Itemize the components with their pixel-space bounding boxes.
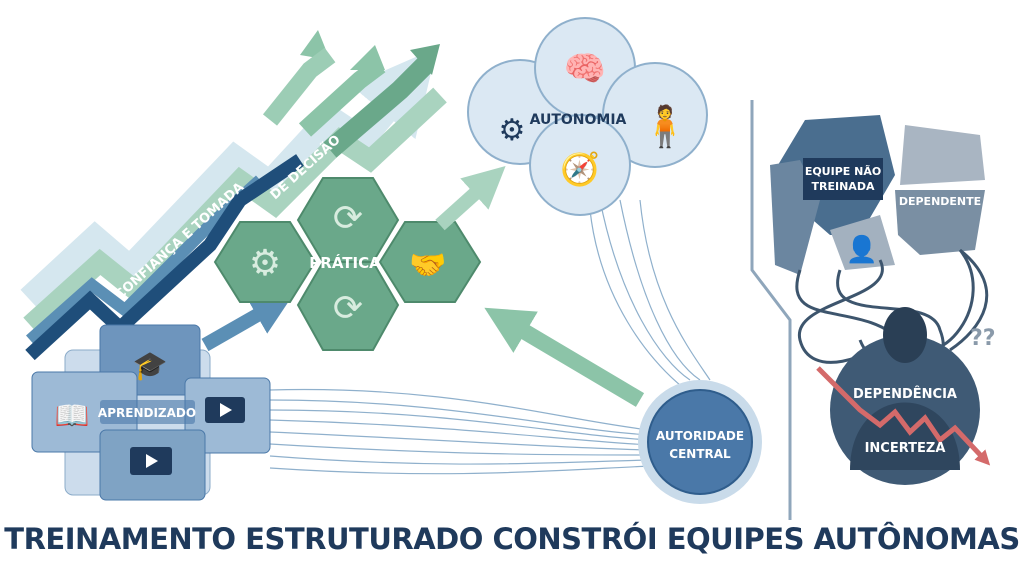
authority-to-practice-arrow: [484, 307, 645, 407]
head-gears-icon: ⚙: [499, 113, 526, 148]
untrained-team-label-line1: EQUIPE NÃO: [805, 165, 881, 178]
handshake-icon: 🤝: [409, 248, 446, 283]
cycle-icon-top: ⟳: [333, 198, 363, 239]
dependency-label: DEPENDÊNCIA: [853, 386, 957, 402]
authority-lines: [269, 199, 711, 475]
graduation-cap-icon: 🎓: [133, 349, 168, 382]
uncertainty-label: INCERTEZA: [865, 441, 946, 456]
book-icon: 📖: [55, 399, 90, 432]
divider: [750, 100, 792, 520]
practice-to-autonomy-arrow: [435, 165, 506, 231]
autonomy-cluster: [467, 17, 708, 216]
learning-cluster: 🎓 📖 APRENDIZADO: [31, 294, 294, 501]
page-title: TREINAMENTO ESTRUTURADO CONSTRÓI EQUIPES…: [4, 522, 1020, 556]
person-icon: 👤: [846, 234, 878, 265]
untrained-team-cluster: 👤 EQUIPE NÃO TREINADA DEPENDENTE ?? DEPE…: [770, 115, 996, 485]
person-path-icon: 🧍: [640, 103, 690, 150]
brain-icon: 🧠: [564, 49, 606, 89]
question-marks: ??: [970, 326, 996, 351]
learning-to-practice-arrow: [201, 294, 294, 352]
cycle-icon-bottom: ⟳: [333, 288, 363, 329]
dependent-label: DEPENDENTE: [899, 195, 981, 208]
gear-icon: ⚙: [249, 243, 281, 284]
compass-icon: 🧭: [560, 150, 600, 188]
practice-cluster: [213, 177, 482, 351]
authority-label-line1: AUTORIDADE: [656, 429, 744, 443]
authority-node: AUTORIDADE CENTRAL: [638, 380, 762, 504]
practice-label: PRÁTICA: [309, 253, 381, 272]
decline-arrow: [816, 366, 991, 466]
autonomy-label: AUTONOMIA: [530, 112, 627, 128]
authority-label-line2: CENTRAL: [669, 447, 731, 461]
untrained-team-label-line2: TREINADA: [812, 180, 875, 193]
learning-label: APRENDIZADO: [98, 406, 196, 420]
